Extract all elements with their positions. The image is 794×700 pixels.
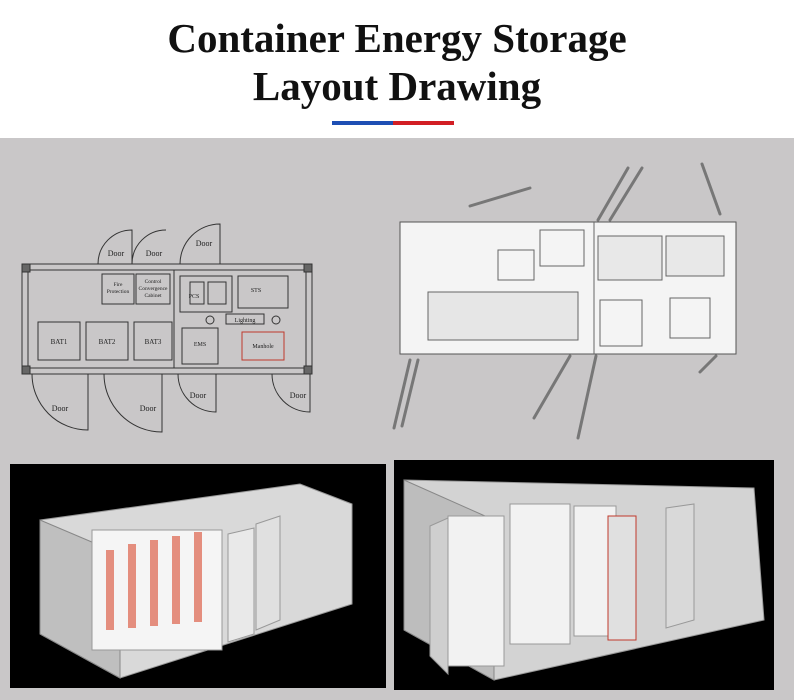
door-label: Door: [146, 249, 163, 258]
battery-label: BAT1: [51, 338, 68, 346]
battery-label: BAT3: [145, 338, 162, 346]
title-underline: [332, 121, 454, 125]
fire-protection-label: Fire: [114, 282, 123, 288]
control-cabinet-label: Cabinet: [144, 293, 162, 299]
fire-protection-label: Protection: [107, 289, 130, 295]
door-label: Door: [190, 391, 207, 400]
sts-label: STS: [251, 288, 261, 294]
pcs-label: PCS: [189, 294, 200, 300]
manhole-label: Manhole: [252, 344, 274, 350]
page-title-line-2: Layout Drawing: [252, 63, 542, 109]
door-label: Door: [196, 239, 213, 248]
control-cabinet-label: Convergence: [139, 286, 168, 292]
door-label: Door: [108, 249, 125, 258]
door-label: Door: [52, 404, 69, 413]
top-view-drawing: [380, 158, 760, 448]
door-label: Door: [140, 404, 157, 413]
door-label: Door: [290, 391, 307, 400]
floor-plan-drawing: Door Door Door Door Door Door Door Fire …: [14, 206, 314, 454]
lighting-label: Lighting: [235, 318, 256, 324]
control-cabinet-label: Control: [145, 279, 162, 285]
ems-label: EMS: [194, 342, 206, 348]
battery-label: BAT2: [99, 338, 116, 346]
page-title-line-1: Container Energy Storage: [167, 15, 627, 61]
battery-container-render: [10, 464, 386, 688]
header: Container Energy Storage Layout Drawing: [0, 0, 794, 138]
pcs-container-render: [394, 460, 774, 690]
content-panel: Door Door Door Door Door Door Door Fire …: [0, 138, 794, 700]
